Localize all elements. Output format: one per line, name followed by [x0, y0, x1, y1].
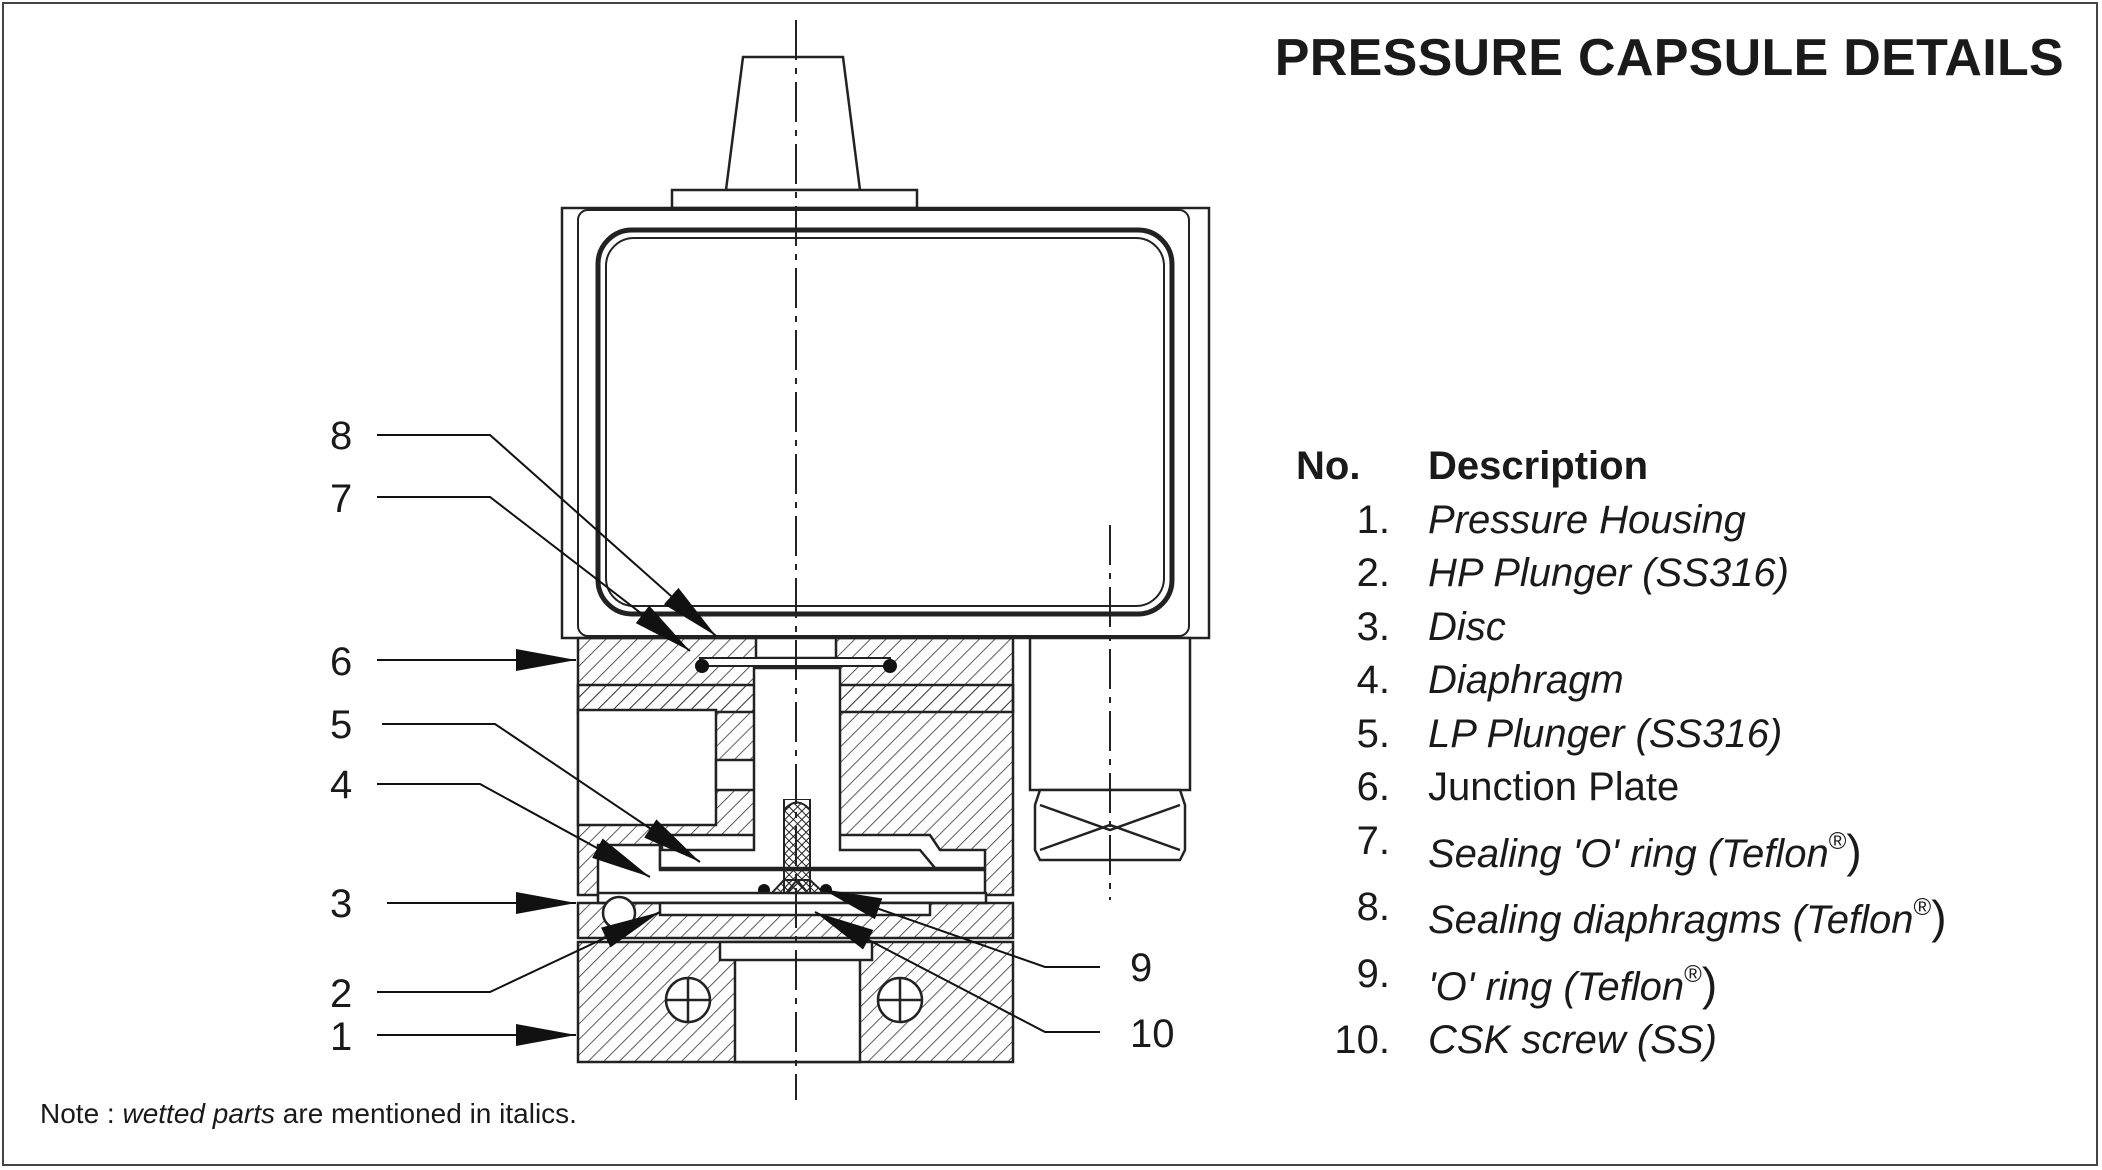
- legend-item-text: Junction Plate: [1428, 765, 1680, 809]
- legend-item-description: Diaphragm: [1428, 654, 1624, 708]
- callout-10: 10: [1130, 1012, 1175, 1056]
- callout-4: 4: [330, 763, 352, 807]
- legend-item-text: Sealing diaphragms (Teflon: [1428, 898, 1914, 942]
- legend-item: 8. Sealing diaphragms (Teflon®): [1296, 881, 1947, 948]
- legend-item-number: 3.: [1356, 604, 1390, 649]
- callout-2: 2: [330, 972, 352, 1016]
- legend-item-number: 8.: [1356, 885, 1390, 929]
- legend-item: 4. Diaphragm: [1296, 654, 1947, 708]
- legend-item: 6. Junction Plate: [1296, 761, 1947, 815]
- legend-item-text-end: ): [1701, 957, 1718, 1010]
- registered-mark: ®: [1828, 827, 1847, 855]
- legend-item-text: Diaphragm: [1428, 658, 1624, 702]
- callout-6: 6: [330, 640, 352, 684]
- callout-7: 7: [330, 477, 352, 521]
- leader-lines: [377, 434, 1100, 1046]
- legend-item-number: 4.: [1356, 658, 1390, 702]
- legend-rows: 1. Pressure Housing 2. HP Plunger (SS316) 3.…: [1296, 494, 1947, 1068]
- callout-5: 5: [330, 703, 352, 747]
- leader-9: [821, 888, 1100, 968]
- centerlines: [795, 20, 1111, 1100]
- legend-header-description: Description: [1428, 444, 1649, 488]
- callout-1: 1: [330, 1015, 352, 1059]
- legend-item-number: 5.: [1356, 711, 1390, 756]
- leader-5: [382, 723, 701, 863]
- legend-item-text: CSK screw (SS): [1428, 1018, 1717, 1062]
- wetted-parts-note: Note : wetted parts are mentioned in ita…: [40, 1098, 577, 1130]
- legend-header-no: No.: [1296, 444, 1361, 488]
- registered-mark: ®: [1913, 894, 1932, 921]
- legend-item-number: 10.: [1334, 1018, 1390, 1062]
- callout-8: 8: [330, 414, 352, 458]
- legend-item-text: 'O' ring (Teflon: [1428, 964, 1685, 1009]
- legend-item-number: 6.: [1356, 765, 1390, 809]
- registered-mark: ®: [1684, 960, 1702, 988]
- leader-7: [377, 496, 691, 652]
- legend-item: 2. HP Plunger (SS316): [1296, 547, 1947, 601]
- legend-item-number: 2.: [1356, 551, 1390, 595]
- legend-item: 9. 'O' ring (Teflon®): [1296, 948, 1947, 1015]
- legend-item-text: Pressure Housing: [1428, 497, 1746, 542]
- legend-item-number: 7.: [1356, 818, 1390, 863]
- legend-item-description: HP Plunger (SS316): [1428, 547, 1789, 601]
- legend-item: 3. Disc: [1296, 601, 1947, 655]
- enclosure-cover: [560, 206, 1211, 640]
- leader-4: [377, 783, 651, 878]
- note-prefix: Note :: [40, 1098, 123, 1129]
- legend-item-text: Disc: [1428, 604, 1506, 649]
- legend-header: No. Description: [1296, 440, 1947, 494]
- legend-item: 7. Sealing 'O' ring (Teflon®): [1296, 815, 1947, 882]
- cable-gland: [670, 55, 919, 210]
- lp-plunger: [658, 666, 938, 870]
- legend-item-description: CSK screw (SS): [1428, 1014, 1717, 1068]
- legend-item-text: HP Plunger (SS316): [1428, 551, 1789, 595]
- legend-item: 1. Pressure Housing: [1296, 494, 1947, 548]
- legend-item-description: Pressure Housing: [1428, 494, 1746, 548]
- legend-item-description: Sealing diaphragms (Teflon®): [1428, 881, 1947, 948]
- callout-3: 3: [330, 882, 352, 926]
- leader-10: [814, 911, 1100, 1033]
- note-italic: wetted parts: [122, 1098, 276, 1129]
- legend-item-number: 9.: [1356, 951, 1390, 996]
- legend-item-text: LP Plunger (SS316): [1428, 711, 1783, 756]
- figure-title: PRESSURE CAPSULE DETAILS: [1274, 29, 2064, 87]
- legend-item-description: Sealing 'O' ring (Teflon®): [1428, 815, 1862, 882]
- legend-item-text-end: ): [1846, 824, 1862, 877]
- legend-item: 5. LP Plunger (SS316): [1296, 708, 1947, 762]
- legend-item-text-end: ): [1931, 891, 1947, 943]
- legend-item-description: Disc: [1428, 601, 1506, 655]
- leader-2: [377, 911, 661, 993]
- legend-item-number: 1.: [1356, 497, 1390, 542]
- legend-item: 10. CSK screw (SS): [1296, 1014, 1947, 1068]
- legend-item-text: Sealing 'O' ring (Teflon: [1428, 831, 1829, 876]
- legend-item-description: Junction Plate: [1428, 761, 1679, 815]
- legend-item-description: LP Plunger (SS316): [1428, 708, 1782, 762]
- note-suffix: are mentioned in italics.: [275, 1098, 577, 1129]
- legend-item-description: 'O' ring (Teflon®): [1428, 948, 1717, 1015]
- callout-9: 9: [1130, 946, 1152, 990]
- leader-8: [377, 434, 717, 637]
- parts-legend: No. Description 1. Pressure Housing 2. HP P…: [1296, 440, 1947, 1068]
